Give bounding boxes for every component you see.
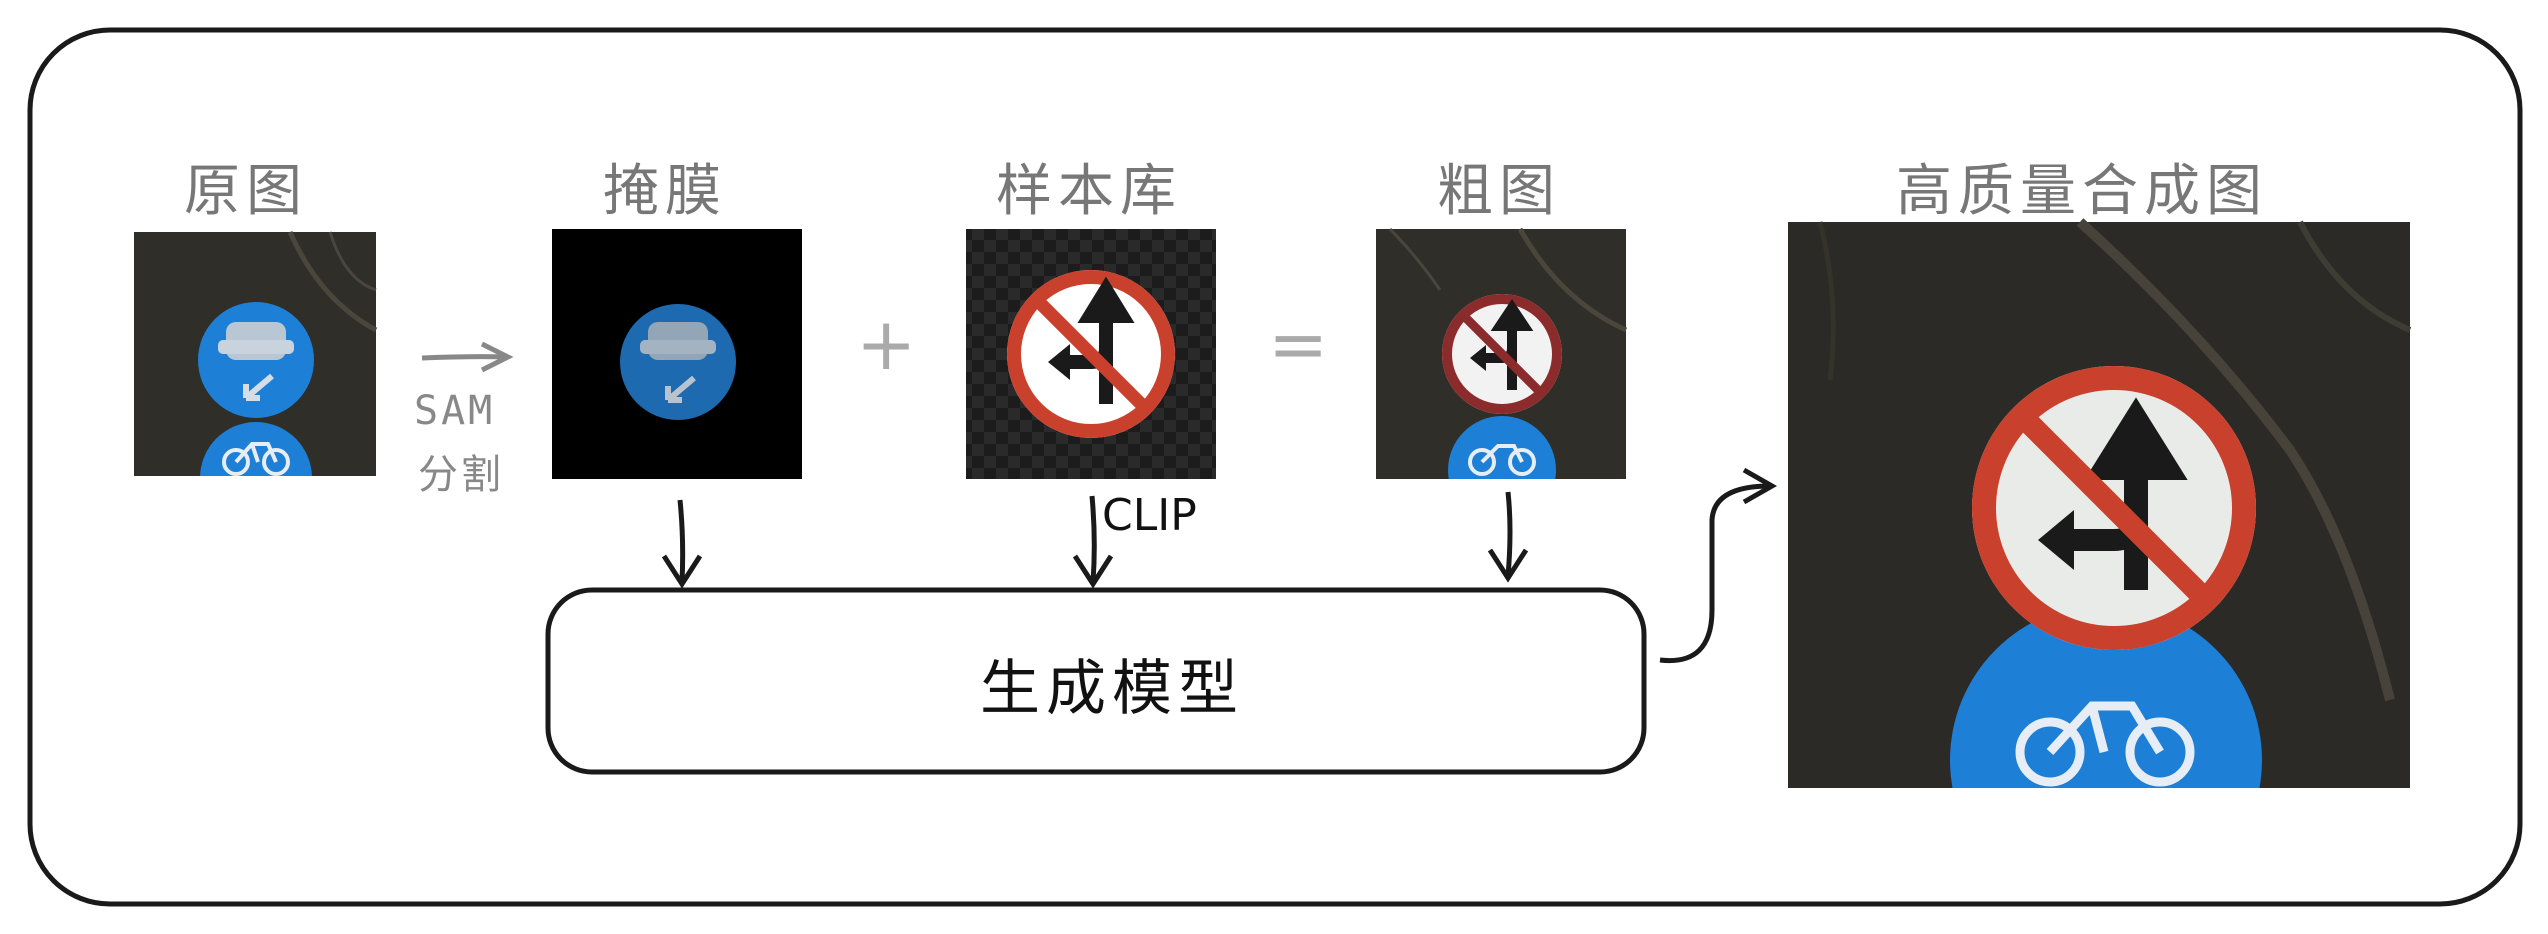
mask-image xyxy=(552,229,802,479)
clip-down-arrowhead xyxy=(1072,554,1114,589)
sample-library-image xyxy=(966,229,1216,479)
label-sample-library: 样本库 xyxy=(996,159,1182,224)
plus-sign: + xyxy=(856,302,917,386)
sam-arrowhead xyxy=(480,341,514,373)
label-mask: 掩膜 xyxy=(603,159,727,224)
segmentation-label: 分割 xyxy=(418,452,504,498)
sam-arrow xyxy=(421,354,509,361)
output-arrow xyxy=(1659,483,1771,664)
generation-model-box xyxy=(545,587,1647,775)
original-image xyxy=(134,230,378,476)
equals-sign: = xyxy=(1268,302,1329,386)
sam-label: SAM xyxy=(414,388,496,434)
outer-frame xyxy=(27,27,2523,907)
output-arrowhead xyxy=(1742,467,1778,505)
hq-composite-image xyxy=(1788,218,2412,788)
label-rough: 粗图 xyxy=(1437,159,1561,224)
clip-label: CLIP xyxy=(1102,490,1197,541)
rough-image xyxy=(1376,227,1628,479)
generation-model-label: 生成模型 xyxy=(980,654,1244,724)
mask-down-arrow xyxy=(677,499,686,583)
mask-down-arrowhead xyxy=(661,554,703,589)
rough-down-arrow xyxy=(1505,491,1513,577)
rough-down-arrowhead xyxy=(1487,548,1529,583)
label-original: 原图 xyxy=(184,159,308,224)
label-hq-composite: 高质量合成图 xyxy=(1896,159,2268,224)
clip-down-arrow xyxy=(1089,495,1097,583)
